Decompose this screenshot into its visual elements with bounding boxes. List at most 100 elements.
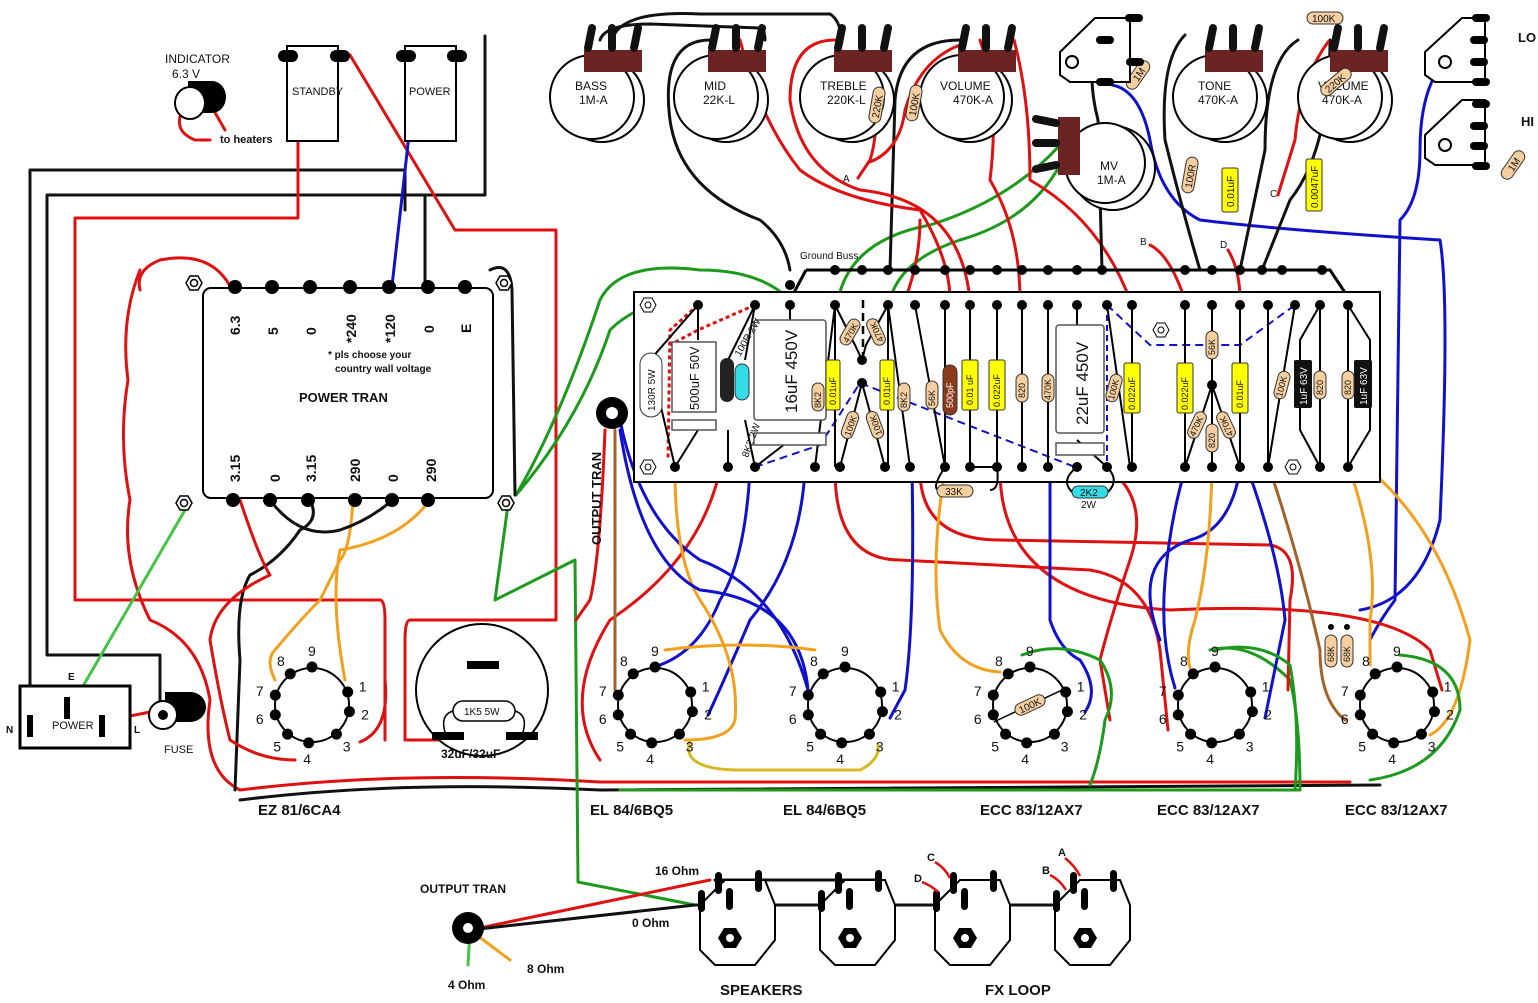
svg-text:820: 820	[1207, 433, 1217, 448]
resistor-100k-c: 100K	[1105, 373, 1123, 403]
wire-red-long-4	[998, 468, 1444, 692]
mount-nut-icon	[497, 495, 515, 511]
tube-pin-2	[876, 706, 888, 718]
tube-pin-6	[1354, 709, 1366, 721]
svg-text:130R 5W: 130R 5W	[647, 369, 658, 411]
pin-number: 5	[1358, 738, 1366, 754]
resistor-68k: 68K	[1340, 624, 1354, 668]
turret-row-top	[693, 300, 1353, 390]
ecap-16uf: 16uF 450V	[753, 319, 827, 446]
pt-tap-e: E	[458, 324, 474, 333]
tube-pin-1	[875, 686, 887, 698]
pot-mid-value: 22K-L	[703, 93, 735, 107]
pin-number: 7	[599, 683, 607, 699]
tube-pin-7	[802, 689, 814, 701]
pt-tap-5v: 5	[265, 327, 281, 335]
mount-nut-icon	[495, 275, 513, 291]
pin-number: 9	[1211, 643, 1219, 659]
tube-pin-9	[1024, 661, 1036, 673]
pin-number: 1	[1077, 679, 1085, 695]
resistor-820-d: 820	[1341, 370, 1355, 400]
iec-power-inlet[interactable]: N E L POWER	[6, 672, 140, 750]
wires	[28, 12, 1477, 967]
mount-nut-icon	[175, 495, 193, 511]
svg-text:100K: 100K	[1312, 14, 1336, 25]
jack-lo[interactable]	[1424, 14, 1490, 86]
junction-c: C	[1270, 189, 1277, 200]
wire-orange-4	[1348, 468, 1374, 667]
standby-switch[interactable]: STANDBY	[278, 45, 350, 142]
tube-pin-2	[1246, 706, 1258, 718]
tube-pin-8	[1187, 668, 1199, 680]
board-nut-icon	[1284, 459, 1302, 475]
fx-jack-2[interactable]	[1053, 870, 1131, 966]
pin-number: 6	[789, 711, 797, 727]
wire-green-mv2	[888, 163, 1062, 302]
jack-input-top[interactable]	[1059, 14, 1144, 86]
svg-text:470K: 470K	[1043, 379, 1053, 400]
wire-input-blue	[1110, 83, 1447, 612]
board-nut-icon	[639, 459, 657, 475]
pin-number: 2	[361, 706, 369, 722]
pot-mid[interactable]: MID 22K-L	[673, 24, 769, 143]
tube-pin-6	[612, 709, 624, 721]
wire-ht-b	[334, 498, 432, 682]
svg-text:1uF 63V: 1uF 63V	[1359, 367, 1370, 405]
wire-orange-1	[673, 468, 738, 742]
svg-text:33K: 33K	[945, 487, 963, 498]
svg-text:0.01 uF: 0.01 uF	[965, 374, 975, 405]
pin-number: 4	[1021, 751, 1029, 767]
pot-volume-2[interactable]: VOLUME 470K-A	[1297, 24, 1393, 143]
pt-note-1: * pls choose your	[328, 350, 411, 361]
pot-tone[interactable]: TONE 470K-A	[1172, 24, 1268, 143]
tube-pin-5	[625, 728, 637, 740]
resistor-820-a: 820	[1015, 373, 1029, 403]
jack-hi[interactable]	[1424, 99, 1490, 170]
pt-tap-240: *240	[343, 314, 359, 343]
pot-bass[interactable]: BASS 1M-A	[549, 24, 645, 143]
speaker-jack-1[interactable]	[698, 870, 776, 966]
pin-number: 5	[806, 738, 814, 754]
pin-number: 7	[789, 683, 797, 699]
pot-volume-name: VOLUME	[940, 79, 991, 93]
pin-number: 5	[1176, 738, 1184, 754]
tube-pin-4	[303, 737, 315, 749]
tube-pin-2	[343, 706, 355, 718]
power-switch[interactable]: POWER	[396, 45, 467, 142]
power-switch-label: POWER	[409, 86, 451, 98]
pt-note-2: country wall voltage	[335, 364, 432, 375]
tube-pin-7	[612, 689, 624, 701]
resistor-470k-c: 470K	[1041, 373, 1055, 403]
wire-blue-8	[1246, 468, 1287, 720]
svg-text:820: 820	[1343, 380, 1353, 395]
pot-tone-value: 470K-A	[1198, 93, 1238, 107]
turret-row-bottom	[670, 462, 1353, 472]
resistor-100r-2w	[720, 358, 734, 402]
pot-volume[interactable]: VOLUME 470K-A	[919, 24, 1016, 143]
pot-master-volume[interactable]: MV 1M-A	[1032, 115, 1156, 211]
iec-n-label: N	[6, 725, 13, 736]
tube-label: EL 84/6BQ5	[783, 802, 866, 819]
wire-standby-b	[348, 53, 558, 742]
board-nut-icon	[639, 297, 657, 313]
svg-text:0.0047uF: 0.0047uF	[1310, 166, 1321, 208]
ecap-500uf: 500uF 50V	[671, 341, 717, 431]
svg-text:500pF: 500pF	[945, 382, 955, 408]
wire-orange-screen	[663, 643, 817, 652]
pin-number: 9	[1026, 643, 1034, 659]
pin-number: 6	[599, 711, 607, 727]
wire-green-heater-2	[1213, 645, 1299, 792]
indicator-voltage: 6.3 V	[172, 67, 200, 81]
speaker-jack-2[interactable]	[818, 870, 896, 966]
tube-label: EL 84/6BQ5	[590, 802, 673, 819]
svg-text:56K: 56K	[1207, 339, 1217, 355]
pot-mid-name: MID	[704, 79, 726, 93]
pt-tap-ct: 0	[267, 474, 283, 482]
tube-pin-2	[1428, 706, 1440, 718]
pin-number: 4	[836, 751, 844, 767]
iec-l-label: L	[134, 725, 140, 736]
pin-number: 8	[1362, 653, 1370, 669]
fx-jack-1[interactable]	[933, 870, 1011, 966]
